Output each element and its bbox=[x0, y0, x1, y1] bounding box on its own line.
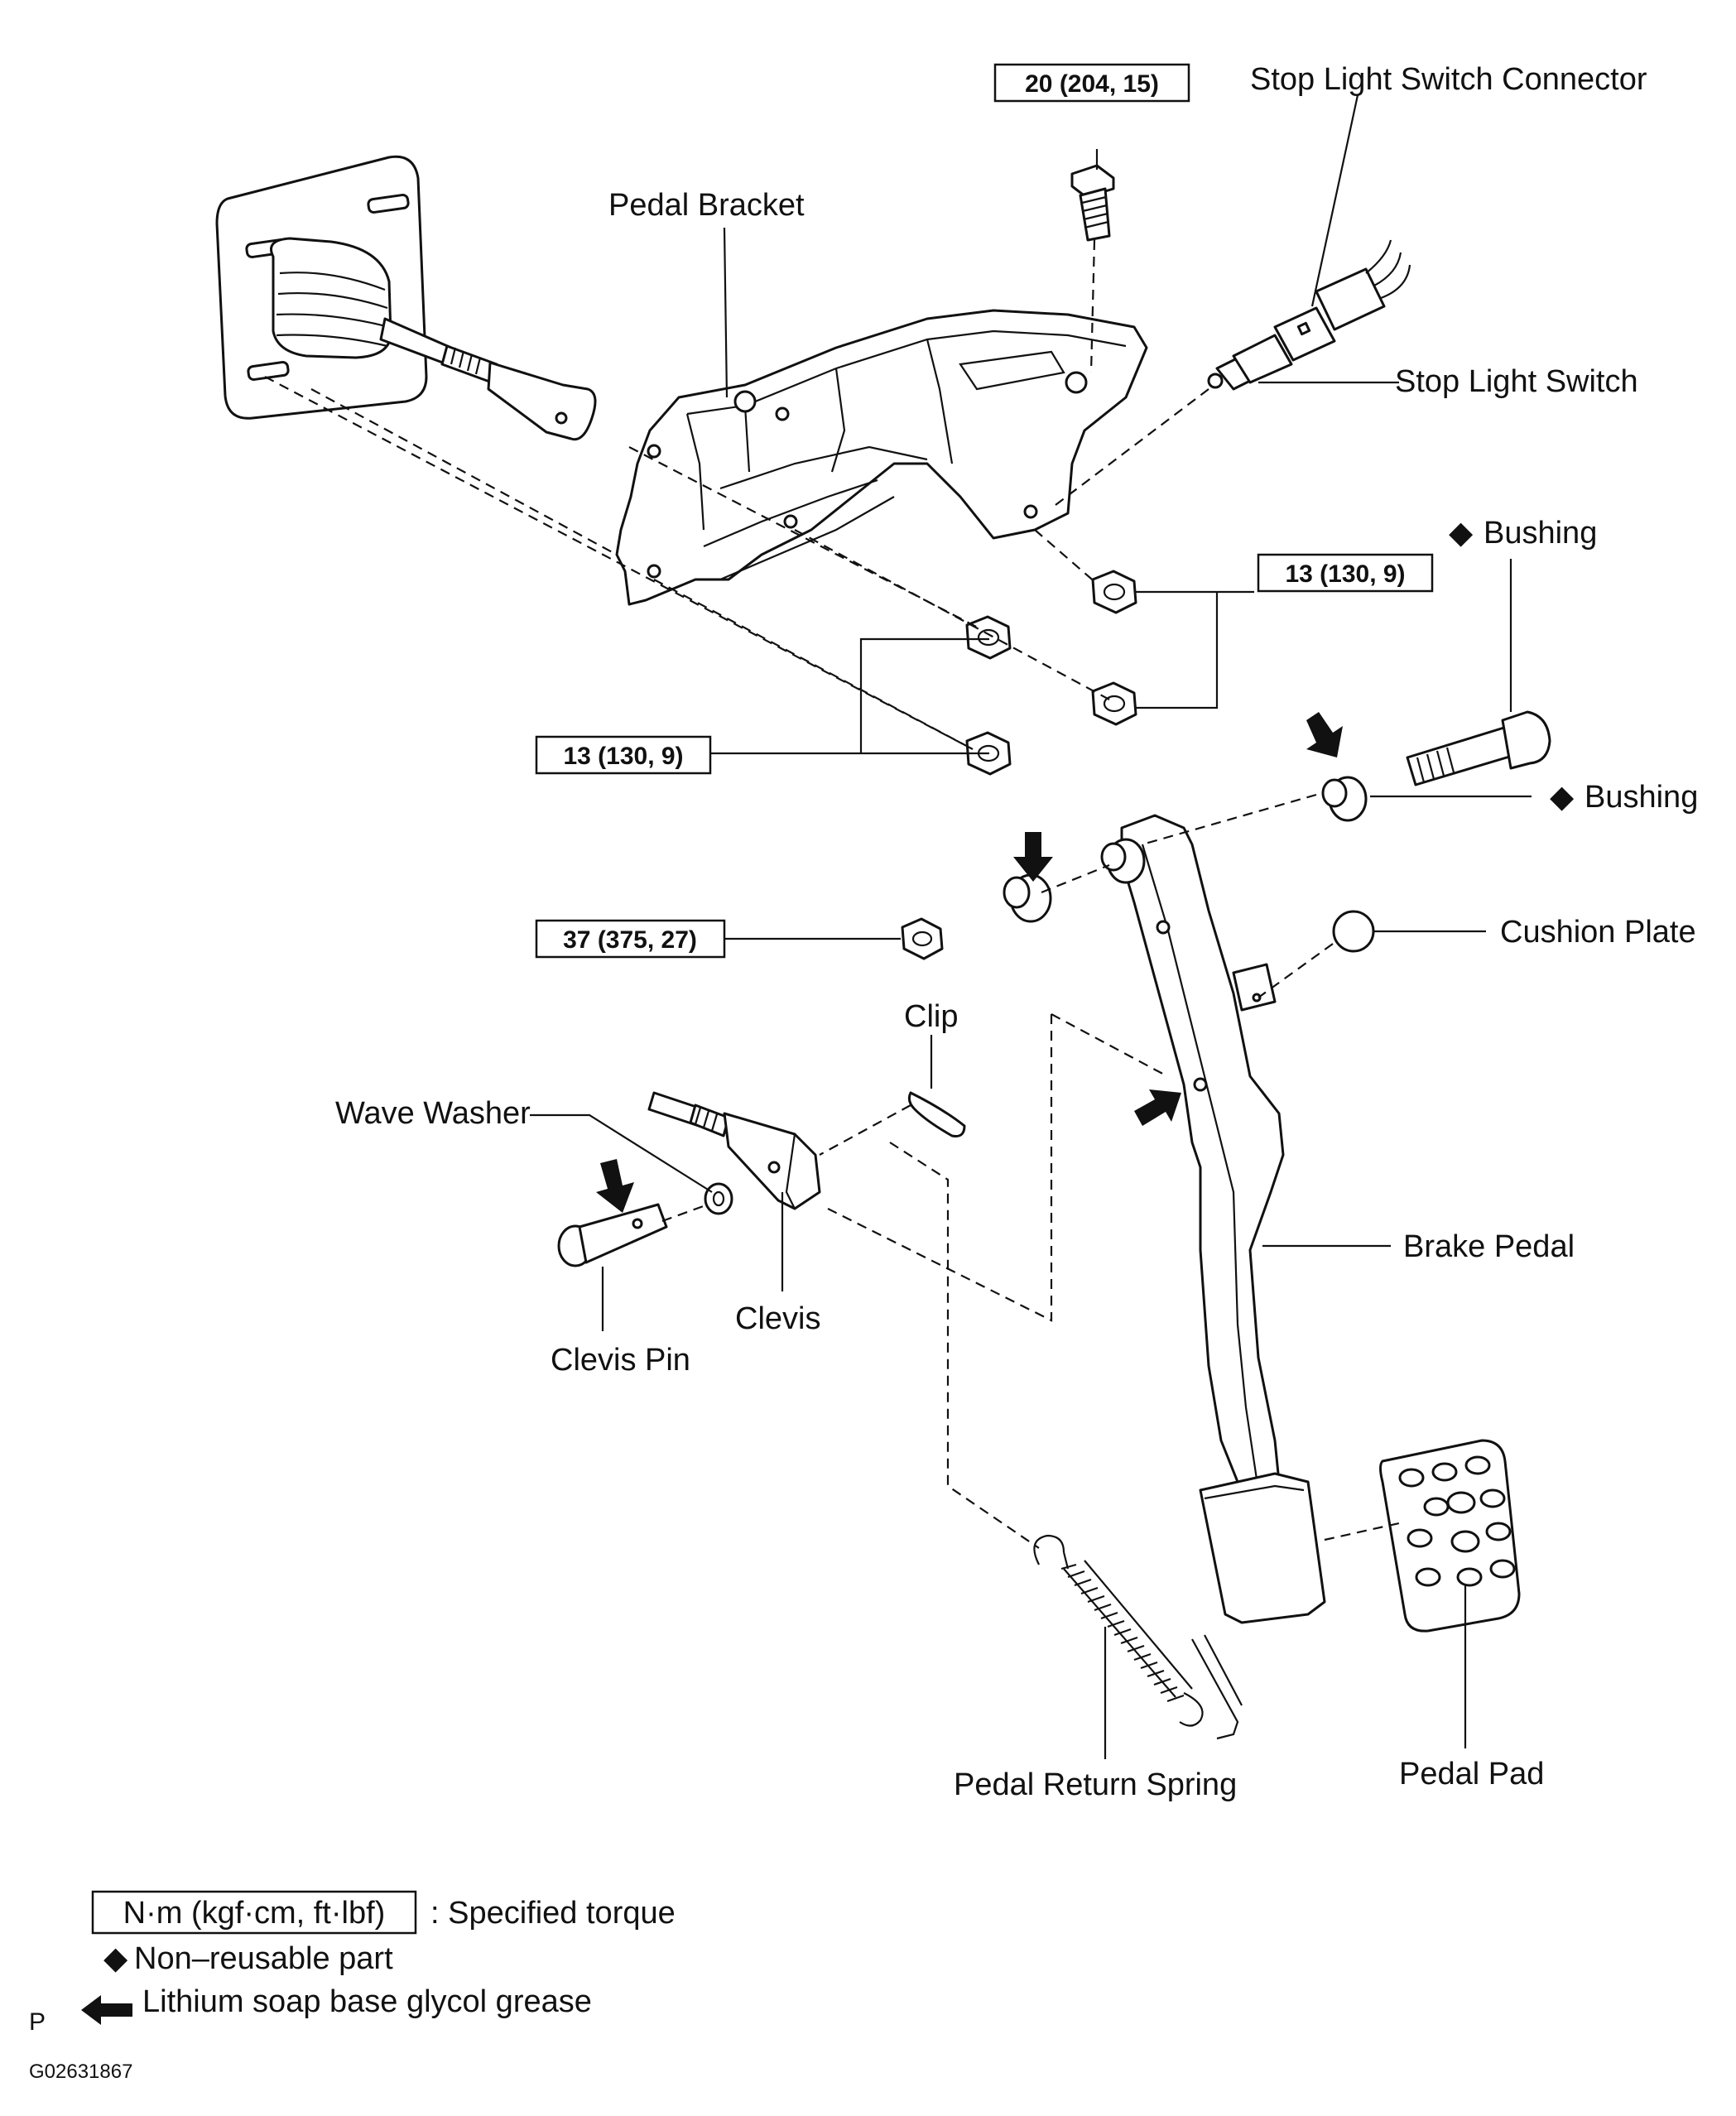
label-bushing-upper: Bushing bbox=[1484, 516, 1597, 551]
grease-arrow bbox=[1306, 712, 1343, 757]
clip bbox=[907, 1091, 966, 1137]
bushing-left bbox=[1003, 873, 1052, 923]
flange-nut bbox=[1091, 570, 1137, 614]
svg-text:13 (130, 9): 13 (130, 9) bbox=[1285, 560, 1405, 588]
legend-torque-unit: N·m (kgf·cm, ft·lbf) bbox=[123, 1896, 386, 1931]
label-pedal-return-spring: Pedal Return Spring bbox=[954, 1767, 1237, 1802]
svg-text:13 (130, 9): 13 (130, 9) bbox=[563, 743, 683, 770]
legend-diamond: ◆ bbox=[103, 1941, 128, 1976]
label-bushing-lower: Bushing bbox=[1585, 780, 1698, 815]
brake-pedal bbox=[1100, 814, 1326, 1624]
label-stop-light-switch: Stop Light Switch bbox=[1395, 364, 1638, 399]
pivot-bolt bbox=[1406, 710, 1551, 786]
pedal-return-spring bbox=[1033, 1534, 1243, 1740]
lower-pushrod bbox=[647, 1091, 730, 1137]
flange-nut bbox=[1091, 681, 1137, 726]
label-stop-light-switch-connector: Stop Light Switch Connector bbox=[1250, 62, 1647, 97]
label-cushion-plate: Cushion Plate bbox=[1500, 915, 1696, 950]
flange-nut bbox=[965, 615, 1012, 660]
footer-letter: P bbox=[29, 2008, 46, 2036]
torque-spec-nut-pivot: 37 (375, 27) bbox=[535, 919, 726, 959]
label-brake-pedal: Brake Pedal bbox=[1403, 1229, 1575, 1264]
label-clevis: Clevis bbox=[735, 1301, 820, 1336]
label-clevis-pin: Clevis Pin bbox=[551, 1343, 690, 1378]
pedal-pad bbox=[1379, 1439, 1521, 1633]
torque-spec-nut-right: 13 (130, 9) bbox=[1257, 553, 1434, 593]
stop-light-switch-connector bbox=[1273, 239, 1411, 362]
grease-arrow bbox=[596, 1159, 634, 1213]
booster-assembly bbox=[215, 155, 597, 441]
pivot-nut bbox=[901, 917, 944, 960]
legend-torque-text: : Specified torque bbox=[430, 1896, 676, 1931]
grease-arrow bbox=[1013, 832, 1053, 882]
pedal-bracket bbox=[615, 309, 1148, 606]
bracket-bolt bbox=[1070, 164, 1115, 242]
nonreusable-marker: ◆ bbox=[1449, 516, 1474, 551]
svg-text:20 (204, 15): 20 (204, 15) bbox=[1025, 70, 1159, 98]
grease-arrow bbox=[1134, 1089, 1181, 1126]
cushion-plate bbox=[1332, 910, 1375, 953]
label-pedal-bracket: Pedal Bracket bbox=[608, 188, 805, 223]
alignment-lines bbox=[264, 239, 1400, 1549]
torque-spec-bolt-top: 20 (204, 15) bbox=[993, 63, 1190, 103]
svg-text:37 (375, 27): 37 (375, 27) bbox=[563, 926, 697, 954]
clevis bbox=[723, 1112, 821, 1210]
legend-nonreusable-text: Non–reusable part bbox=[134, 1941, 393, 1976]
pad-dimple bbox=[1398, 1455, 1516, 1587]
leader-lines bbox=[530, 94, 1532, 1759]
legend-grease-text: Lithium soap base glycol grease bbox=[142, 1984, 592, 2019]
torque-spec-nut-left: 13 (130, 9) bbox=[535, 735, 712, 775]
nonreusable-marker: ◆ bbox=[1550, 780, 1575, 815]
wave-washer bbox=[704, 1182, 733, 1215]
figure-code: G02631867 bbox=[29, 2061, 132, 2083]
bushing-right bbox=[1321, 776, 1368, 822]
label-pedal-pad: Pedal Pad bbox=[1399, 1757, 1544, 1791]
legend: N·m (kgf·cm, ft·lbf) : Specified torque … bbox=[81, 1890, 676, 2025]
label-clip: Clip bbox=[904, 999, 958, 1034]
legend-grease-arrow-icon bbox=[81, 1995, 132, 2025]
label-wave-washer: Wave Washer bbox=[335, 1096, 531, 1131]
clevis-pin bbox=[557, 1203, 668, 1267]
stop-light-switch bbox=[1207, 334, 1293, 391]
